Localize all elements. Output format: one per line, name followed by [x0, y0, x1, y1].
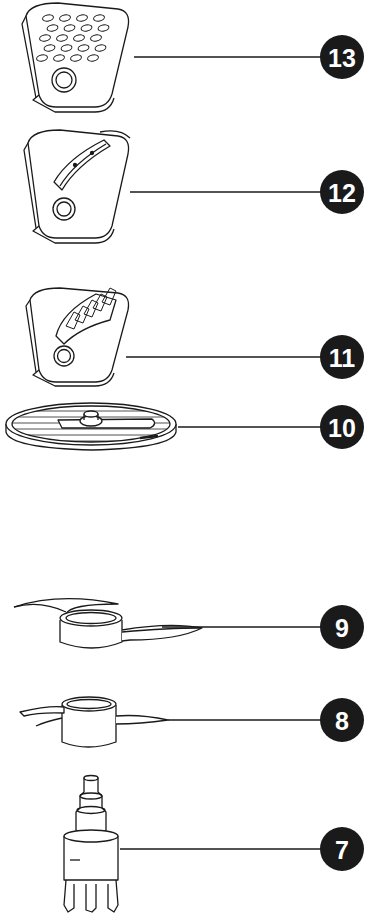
- slicing-insert: [24, 130, 130, 243]
- leader-lines: [120, 57, 322, 849]
- drive-shaft: [64, 776, 118, 913]
- cutting-disc: [6, 403, 176, 450]
- callout-number: 12: [328, 181, 356, 206]
- callout-number: 11: [329, 346, 355, 371]
- callout-number: 9: [335, 616, 349, 641]
- julienne-insert: [26, 288, 129, 386]
- callout-circles: [320, 35, 364, 871]
- callout-number: 7: [335, 838, 349, 863]
- callout-number: 13: [328, 46, 356, 71]
- callout-number: 10: [328, 416, 356, 441]
- callout-number: 8: [335, 709, 349, 734]
- chopping-blade: [14, 599, 202, 648]
- grater-insert: [22, 3, 129, 112]
- mini-blade: [20, 697, 168, 747]
